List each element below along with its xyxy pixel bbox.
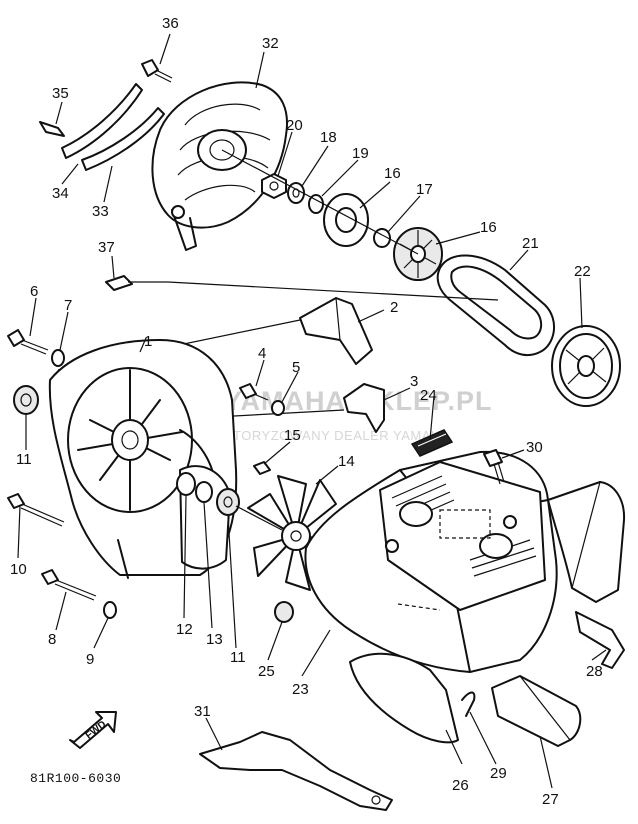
part-32-fan-shroud bbox=[151, 81, 288, 251]
callout-35: 35 bbox=[52, 85, 69, 102]
callout-12: 12 bbox=[176, 621, 193, 638]
part-3-bracket bbox=[343, 383, 385, 433]
callout-23: 23 bbox=[292, 681, 309, 698]
callout-21: 21 bbox=[522, 235, 539, 252]
callout-34: 34 bbox=[52, 185, 69, 202]
callout-18: 18 bbox=[320, 129, 337, 146]
part-33-strap bbox=[81, 107, 165, 171]
part-2-bracket bbox=[299, 297, 373, 365]
part-9-washer bbox=[103, 601, 117, 619]
part-34-strap bbox=[61, 83, 143, 159]
part-37-clip bbox=[105, 275, 133, 291]
watermark-subtext: AUTORYZOWANY DEALER YAMAHA bbox=[214, 428, 450, 443]
part-11-grommet-right bbox=[216, 488, 240, 516]
callout-14: 14 bbox=[338, 453, 355, 470]
part-27-cover bbox=[491, 675, 582, 747]
part-16-pulley-half bbox=[323, 193, 369, 247]
callout-7: 7 bbox=[64, 297, 72, 314]
callout-4: 4 bbox=[258, 345, 266, 362]
callout-5: 5 bbox=[292, 359, 300, 376]
part-36-bolt bbox=[141, 59, 173, 83]
part-25-grommet bbox=[274, 601, 294, 623]
callout-30: 30 bbox=[526, 439, 543, 456]
part-6-bolt bbox=[7, 329, 49, 355]
callout-31: 31 bbox=[194, 703, 211, 720]
part-29-clip bbox=[461, 691, 476, 717]
callout-27: 27 bbox=[542, 791, 559, 808]
callout-19: 19 bbox=[352, 145, 369, 162]
part-7-washer bbox=[51, 349, 65, 367]
part-5-washer bbox=[271, 400, 285, 416]
callout-15: 15 bbox=[284, 427, 301, 444]
fan-axis bbox=[235, 505, 283, 531]
part-17-washer bbox=[373, 228, 391, 248]
part-8-bolt bbox=[41, 569, 97, 601]
callout-numbers: 36 32 35 34 33 20 18 19 16 17 16 21 22 3… bbox=[10, 15, 603, 808]
part-26-panel bbox=[349, 652, 459, 744]
callout-24: 24 bbox=[420, 387, 437, 404]
callout-33: 33 bbox=[92, 203, 109, 220]
callout-22: 22 bbox=[574, 263, 591, 280]
callout-8: 8 bbox=[48, 631, 56, 648]
part-21-v-belt bbox=[436, 254, 555, 357]
part-35-clip bbox=[39, 121, 65, 137]
callout-20: 20 bbox=[286, 117, 303, 134]
part-20-nut bbox=[261, 173, 287, 199]
part-22-pulley bbox=[551, 325, 621, 407]
callout-25: 25 bbox=[258, 663, 275, 680]
callout-17: 17 bbox=[416, 181, 433, 198]
part-23-main-cover bbox=[304, 450, 558, 673]
callout-11-left: 11 bbox=[16, 451, 32, 468]
callout-16-upper: 16 bbox=[384, 165, 401, 182]
callout-13: 13 bbox=[206, 631, 223, 648]
fwd-arrow-icon: FWD bbox=[69, 711, 117, 749]
callout-26: 26 bbox=[452, 777, 469, 794]
part-28-duct bbox=[547, 481, 626, 669]
part-12-collar bbox=[176, 472, 196, 496]
axis-line-upper bbox=[221, 149, 419, 255]
callout-9: 9 bbox=[86, 651, 94, 668]
part-31-bracket bbox=[199, 731, 393, 811]
part-11-grommet-left bbox=[13, 385, 39, 415]
part-10-bolt bbox=[7, 493, 65, 527]
part-13-collar bbox=[195, 481, 213, 503]
callout-32: 32 bbox=[262, 35, 279, 52]
part-24-label bbox=[410, 429, 454, 457]
part-4-bolt bbox=[239, 383, 269, 401]
callout-11-right: 11 bbox=[230, 649, 246, 666]
callout-2: 2 bbox=[390, 299, 398, 316]
callout-16-lower: 16 bbox=[480, 219, 497, 236]
part-15-clip bbox=[253, 461, 271, 475]
callout-37: 37 bbox=[98, 239, 115, 256]
callout-28: 28 bbox=[586, 663, 603, 680]
diagram-code: 81R100-6030 bbox=[30, 771, 121, 786]
callout-6: 6 bbox=[30, 283, 38, 300]
leader-lines bbox=[17, 33, 607, 789]
callout-10: 10 bbox=[10, 561, 27, 578]
part-30-screw bbox=[483, 449, 505, 485]
callout-3: 3 bbox=[410, 373, 418, 390]
callout-36: 36 bbox=[162, 15, 179, 32]
callout-29: 29 bbox=[490, 765, 507, 782]
part-1-fan-housing bbox=[48, 339, 238, 579]
callout-1: 1 bbox=[144, 333, 152, 350]
